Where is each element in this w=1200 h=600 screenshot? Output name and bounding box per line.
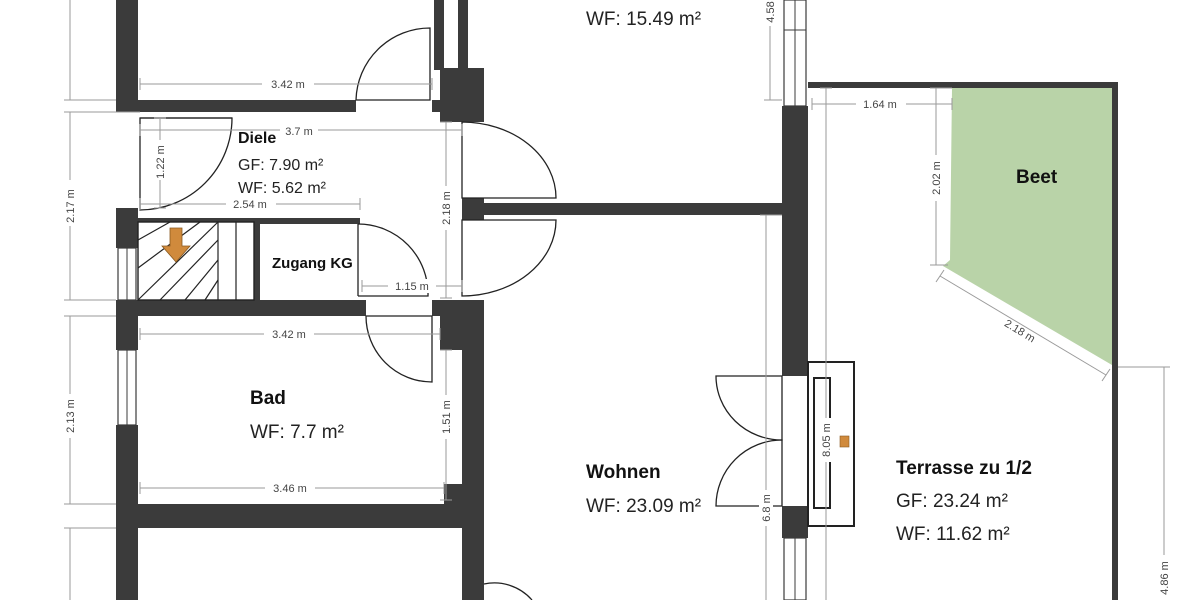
wall-horizontal-partition — [484, 203, 782, 215]
wall-central-partition — [462, 198, 484, 220]
wall-bad-bottom-block — [444, 484, 484, 528]
room-terrasse-wf: WF: 11.62 m² — [896, 524, 1010, 545]
room-bad-wf: WF: 7.7 m² — [250, 422, 344, 443]
dim-label: 2.17 m — [65, 189, 77, 223]
dim-label: 3.46 m — [273, 483, 307, 495]
dim-label: 2.02 m — [931, 161, 943, 195]
wall-stair-right — [254, 218, 260, 302]
room-bad-name: Bad — [250, 388, 286, 409]
beet-area — [943, 88, 1112, 365]
room-top-area: WF: 15.49 m² — [586, 9, 701, 30]
wall-wohnen-right-low — [782, 506, 808, 538]
door-terrace-upper — [715, 375, 783, 441]
wall-bad-bottom — [116, 504, 484, 528]
door-top — [355, 27, 431, 101]
room-terrasse-gf: GF: 23.24 m² — [896, 491, 1008, 512]
dim-label: 2.18 m — [441, 191, 453, 225]
room-labels: WF: 15.49 m² Diele GF: 7.90 m² WF: 5.62 … — [238, 9, 1058, 545]
wall-terrace-top — [808, 82, 1118, 88]
door-diele-wohnen-upper — [461, 121, 557, 199]
room-wohnen-wf: WF: 23.09 m² — [586, 496, 701, 517]
wall-top-stub-1 — [434, 0, 444, 70]
room-diele-gf: GF: 7.90 m² — [238, 157, 324, 174]
dim-label: 8.05 m — [821, 423, 833, 457]
dim-label: 4.58 — [765, 1, 777, 22]
dim-label: 3.42 m — [271, 79, 305, 91]
room-diele-name: Diele — [238, 130, 276, 147]
dim-label: 3.42 m — [272, 329, 306, 341]
wall-left-mid — [116, 208, 138, 248]
wall-top-stub-2 — [458, 0, 468, 70]
wall-central-upper — [440, 68, 484, 122]
door-bad — [365, 315, 433, 383]
wall-terrace-right — [1112, 82, 1118, 600]
dim-label: 1.22 m — [155, 145, 167, 179]
dim-label: 2.54 m — [233, 199, 267, 211]
dim-label: 3.7 m — [285, 126, 313, 138]
dim-label: 4.86 m — [1159, 561, 1171, 595]
staircase — [137, 221, 255, 301]
dim-label: 1.64 m — [863, 99, 897, 111]
door-bottom — [483, 582, 533, 600]
walls — [116, 0, 1118, 600]
wall-central-lower — [462, 300, 484, 600]
door-diele-wohnen-lower — [461, 219, 557, 297]
dimension-lines — [64, 0, 1170, 600]
room-zugang-name: Zugang KG — [272, 255, 353, 272]
room-diele-wf: WF: 5.62 m² — [238, 180, 327, 197]
dim-label: 2.13 m — [65, 399, 77, 433]
dim-label: 2.18 m — [1002, 318, 1037, 346]
wall-stair-top — [138, 218, 360, 224]
wall-bad-top — [116, 300, 366, 316]
wall-left-top — [116, 0, 138, 100]
stair-direction-arrow-icon — [161, 227, 191, 263]
chimney-marker-icon — [839, 435, 850, 448]
dim-label: 1.51 m — [441, 400, 453, 434]
windows — [117, 0, 807, 600]
room-beet-name: Beet — [1016, 167, 1058, 188]
room-wohnen-name: Wohnen — [586, 462, 661, 483]
wall-diele-top — [116, 100, 356, 112]
room-terrasse-name: Terrasse zu 1/2 — [896, 458, 1032, 479]
wall-wohnen-right — [782, 106, 808, 376]
dim-label: 1.15 m — [395, 281, 429, 293]
dim-label: 6.8 m — [761, 494, 773, 522]
